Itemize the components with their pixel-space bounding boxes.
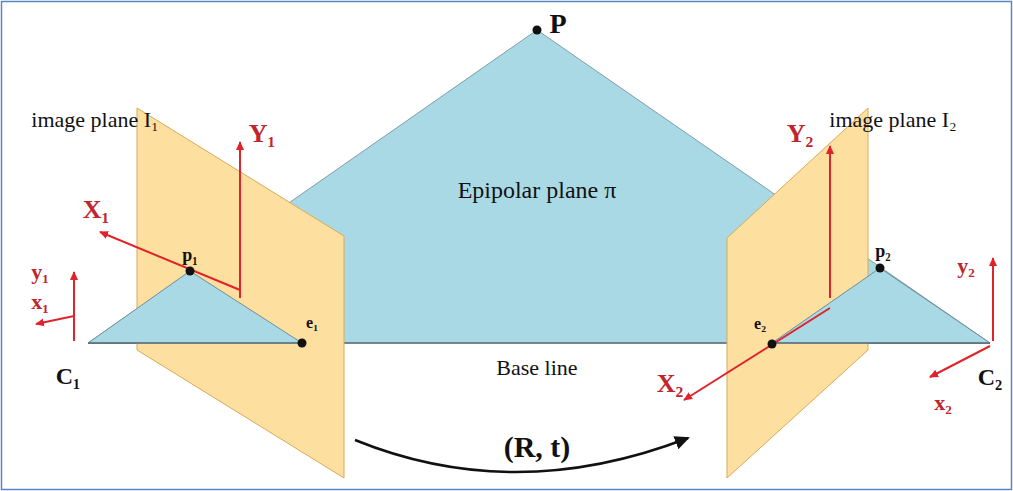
image-triangle-1 [88, 271, 302, 343]
axis-label: Y₂ [787, 121, 814, 147]
plane-title: Epipolar plane π [458, 178, 617, 202]
axis-label: y₂ [957, 255, 975, 277]
camera-label: C₁ [56, 364, 81, 388]
axis-y1 [73, 272, 75, 341]
point-e1 [298, 339, 307, 348]
axis-label: y₁ [31, 261, 49, 283]
axis-label: x₁ [31, 291, 49, 313]
axis-y2 [992, 258, 994, 341]
point-e2 [768, 340, 777, 349]
point-label: p₁ [182, 246, 197, 264]
axis-x1 [36, 316, 74, 324]
base-line-right [772, 342, 990, 344]
axis-label: X₁ [83, 197, 110, 223]
motion-label: (R, t) [504, 432, 571, 462]
base-line-left [88, 342, 302, 344]
axis-label: x₂ [934, 392, 952, 414]
point-label: p₂ [875, 242, 890, 260]
point-label: e₁ [306, 315, 318, 331]
line-label: Base line [496, 357, 577, 379]
axis-Y2 [829, 146, 831, 298]
point-P [533, 26, 542, 35]
axis-label: Y₁ [249, 121, 276, 147]
point-label: e₂ [754, 316, 766, 332]
axis-label: X₂ [657, 371, 684, 397]
axis-X1 [100, 232, 240, 290]
plane-title: image plane I₂ [829, 109, 956, 131]
point-p1 [186, 267, 195, 276]
base-line [88, 342, 990, 344]
point-label: P [549, 10, 566, 38]
image-triangle-2 [772, 268, 990, 343]
camera-label: C₂ [978, 365, 1003, 389]
point-p2 [876, 264, 885, 273]
plane-title: image plane I₁ [31, 109, 158, 131]
axis-Y1 [239, 142, 241, 298]
axis-X2 [684, 308, 830, 400]
